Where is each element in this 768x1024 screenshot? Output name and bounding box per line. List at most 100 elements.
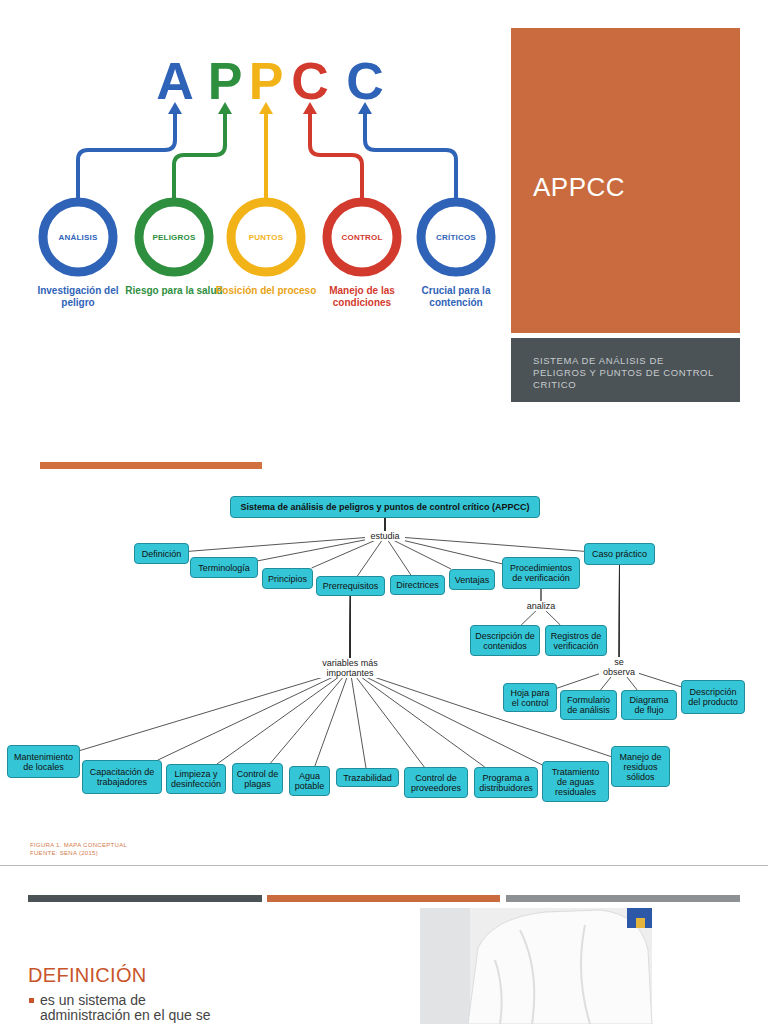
node-caption: Investigación del peligro [26,285,130,309]
concept-box: Prerrequisitos [316,576,385,596]
concept-box: Mantenimiento de locales [7,745,80,778]
subtitle-band: SISTEMA DE ANÁLISIS DE PELIGROS Y PUNTOS… [511,338,740,402]
photo [420,908,652,1024]
concept-box: Tratamiento de aguas residuales [542,761,609,802]
node-text: Diagrama de flujo [625,695,673,715]
logo-letter: A [150,55,200,107]
concept-box: Definición [134,543,189,564]
node-text: SISTEMA DE ANÁLISIS DE PELIGROS Y PUNTOS… [533,355,720,391]
concept-box: Ventajas [449,569,495,590]
logo-arrow [264,112,268,199]
logo-letter: C [340,55,390,107]
logo-arrow [365,112,456,199]
node-text: Control de plagas [236,769,279,789]
concept-box: Limpieza y desinfección [166,764,226,794]
concept-box: Formulario de análisis [560,690,617,720]
node-text: Programa a distribuidores [478,773,534,793]
connector-line [350,596,366,768]
concept-box: Manejo de residuos sólidos [611,746,670,787]
node-caption: Riesgo para la salud [122,285,226,297]
concept-box: Capacitación de trabajadores [82,760,162,794]
photo-detail [636,918,645,928]
accent-bar [28,895,262,902]
logo-letter: P [241,55,291,107]
connector-line [385,518,411,575]
node-text: Registros de verificación [549,631,603,651]
concept-box: Directrices [390,575,445,595]
connector-line [315,596,351,766]
logo-arrow [174,112,225,199]
concept-box: Programa a distribuidores [474,767,538,798]
node-text: Directrices [396,580,439,590]
photo-detail [627,908,652,928]
section-heading: DEFINICIÓN [28,963,248,987]
accent-bar [40,462,262,469]
node-caption: Manejo de las condiciones [310,285,414,309]
source-note: FUENTE: SENA (2015) [30,850,230,857]
node-text: APPCC [533,172,625,203]
concept-circle: PUNTOSPosición del proceso [226,197,306,277]
connector-line [217,596,350,764]
node-text: Ventajas [455,575,490,585]
node-text: Manejo de residuos sólidos [615,752,666,782]
node-text: Control de proveedores [408,773,464,793]
main-concept-box: Sistema de análisis de peligros y puntos… [230,496,540,518]
connector-line [271,596,351,763]
node-text: Procedimientos de verificación [506,563,576,583]
node-text: Prerrequisitos [323,581,379,591]
concept-box: Trazabilidad [336,768,399,787]
coat-fold [495,925,590,1024]
concept-box: Diagrama de flujo [621,690,677,720]
logo-arrow [78,112,175,199]
node-text: Descripción de contenidos [474,631,536,651]
node-text: Caso práctico [592,549,647,559]
concept-box: Procedimientos de verificación [502,557,580,589]
node-text: Tratamiento de aguas residuales [546,767,605,797]
node-text: PELIGROS [153,233,196,242]
concept-box: Control de proveedores [404,767,468,798]
linking-word: variables más importantes [313,658,387,678]
accent-bar [506,895,740,902]
concept-box: Terminología [190,557,258,578]
logo-arrow [310,112,362,199]
circle-ring [421,202,491,272]
node-text: Principios [268,574,307,584]
node-text: Descripción del producto [685,687,741,707]
linking-word: estudia [365,531,405,541]
connector-line [189,518,385,551]
connector-line [350,596,542,765]
node-text: Trazabilidad [343,773,392,783]
concept-circle: CRÍTICOSCrucial para la contención [416,197,496,277]
connector-line [385,518,584,551]
concept-box: Principios [262,568,313,589]
connector-line [357,518,385,576]
node-text: ANÁLISIS [59,233,98,242]
concept-box: Agua potable [289,766,330,796]
node-text: Definición [142,549,182,559]
figure-caption: FIGURA 1. MAPA CONCEPTUAL [30,842,230,849]
node-text: CRÍTICOS [436,233,476,242]
concept-box: Caso práctico [584,543,655,565]
connector-line [312,518,385,568]
concept-box: Control de plagas [232,763,283,794]
concept-box: Hoja para el control [503,683,557,712]
node-caption: Crucial para la contención [404,285,508,309]
connector-line [158,596,351,760]
circle-ring [139,202,209,272]
node-text: PUNTOS [249,233,283,242]
concept-circle: CONTROLManejo de las condiciones [322,197,402,277]
concept-box: Registros de verificación [545,625,607,656]
node-text: Limpieza y desinfección [170,769,222,789]
node-text: Sistema de análisis de peligros y puntos… [240,502,529,512]
title-panel: APPCC [511,28,740,333]
node-caption: Posición del proceso [214,285,318,297]
white-coat [468,910,652,1024]
linking-word: se observa [599,657,639,677]
accent-bar [267,895,500,902]
circle-ring [327,202,397,272]
photo-shadow [420,908,470,1024]
concept-circle: PELIGROSRiesgo para la salud [134,197,214,277]
logo-letter: C [285,55,335,107]
connector-line [350,596,485,767]
concept-box: Descripción del producto [681,680,745,714]
